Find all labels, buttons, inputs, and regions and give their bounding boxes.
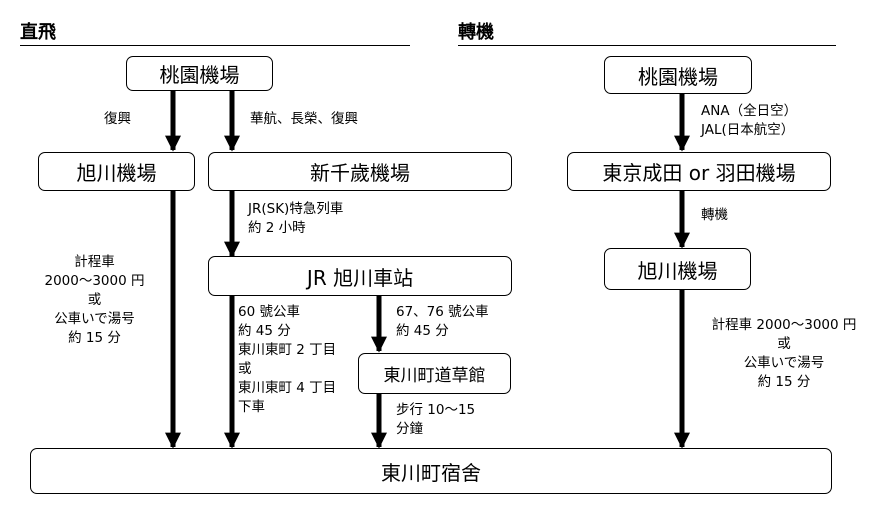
label-line: 公車いで湯号 [743, 355, 825, 371]
label-line: ANA（全日空） [701, 103, 798, 119]
label-line: 約 15 分 [757, 374, 811, 390]
label-line: JR(SK)特急列車 [248, 201, 344, 217]
label-line: 60 號公車 [238, 304, 300, 320]
label-bus-67-76: 67、76 號公車 約 45 分 [396, 303, 489, 341]
label-line: 東川東町 2 丁目 [238, 342, 337, 358]
label-ana-jal: ANA（全日空） JAL(日本航空） [701, 102, 797, 140]
box-taoyuan-airport-transfer: 桃園機場 [604, 56, 752, 94]
label-fuxing: 復興 [104, 111, 131, 127]
label-line: 或 [777, 336, 791, 352]
label-line: 分鐘 [396, 421, 423, 437]
label-line: 東川東町 4 丁目 [238, 380, 337, 396]
label-transfer-flight: 轉機 [701, 207, 728, 223]
label-walk: 步行 10～15 分鐘 [396, 401, 475, 439]
label-line: 67、76 號公車 [396, 304, 489, 320]
label-line: JAL(日本航空） [701, 122, 795, 138]
label-line: 計程車 [74, 254, 115, 270]
box-jr-asahikawa-station: JR 旭川車站 [208, 256, 512, 296]
label-line: 約 15 分 [68, 330, 121, 346]
label-line: 步行 10～15 [396, 402, 476, 418]
box-new-chitose-airport: 新千歲機場 [208, 152, 512, 191]
label-line: 約 2 小時 [248, 220, 306, 236]
label-line: 2000～3000 円 [44, 273, 145, 289]
label-line: 公車いで湯号 [54, 311, 135, 327]
label-line: 約 45 分 [238, 323, 291, 339]
section-title-transfer: 轉機 [458, 22, 494, 43]
label-airlines: 華航、長榮、復興 [250, 111, 358, 127]
box-dormitory: 東川町宿舍 [30, 448, 832, 494]
label-bus-60: 60 號公車 約 45 分 東川東町 2 丁目 或 東川東町 4 丁目 下車 [238, 303, 336, 417]
label-line: 或 [238, 361, 252, 377]
box-asahikawa-airport: 旭川機場 [38, 152, 195, 191]
box-asahikawa-airport-transfer: 旭川機場 [604, 248, 751, 290]
label-line: 計程車 2000～3000 円 [711, 317, 857, 333]
label-line: 或 [87, 292, 102, 308]
label-taxi-direct: 計程車 2000～3000 円 或 公車いで湯号 約 15 分 [32, 253, 157, 348]
section-rule-direct [20, 45, 410, 46]
box-tokyo-airports: 東京成田 or 羽田機場 [567, 152, 831, 191]
box-taoyuan-airport: 桃園機場 [126, 56, 273, 91]
label-line: 下車 [238, 399, 265, 415]
section-title-direct: 直飛 [20, 22, 56, 43]
label-taxi-transfer: 計程車 2000～3000 円 或 公車いで湯号 約 15 分 [700, 316, 868, 392]
box-higashikawa-michikusa: 東川町道草館 [358, 353, 511, 394]
section-rule-transfer [458, 45, 836, 46]
label-jr-train: JR(SK)特急列車 約 2 小時 [248, 200, 343, 238]
label-line: 約 45 分 [396, 323, 449, 339]
